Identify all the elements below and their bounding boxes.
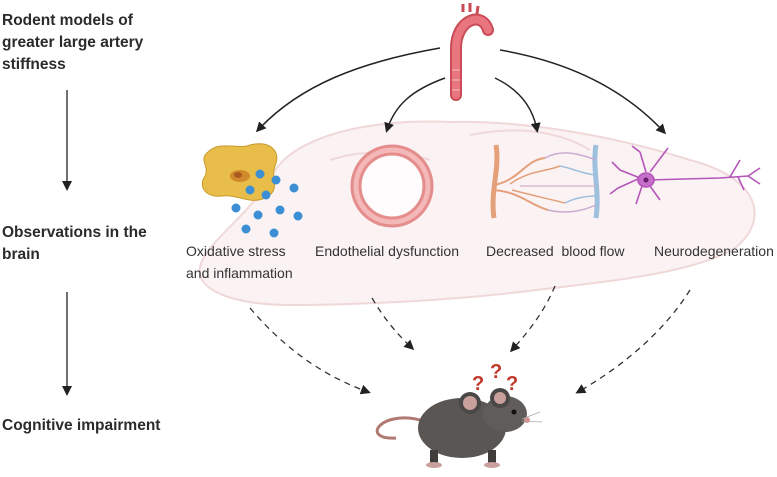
- observation-oxidative-line2: and inflammation: [186, 265, 293, 281]
- observation-oxidative-line1: Oxidative stress: [186, 243, 286, 259]
- dashed-arrow-endothelial: [371, 297, 415, 351]
- mouse-icon: [375, 388, 543, 468]
- observation-endothelial: Endothelial dysfunction: [315, 243, 459, 259]
- arrow-to-endothelial: [384, 77, 446, 133]
- ros-dots: [231, 169, 303, 238]
- vessel-network-icon: [490, 144, 600, 219]
- observation-oxidative: Oxidative stress and inflammation: [186, 240, 293, 284]
- neuron-icon: [609, 145, 761, 205]
- stage-model: Rodent models of greater large artery st…: [2, 12, 144, 73]
- dashed-arrow-oxidative: [249, 307, 371, 395]
- stage-observations: Observations in the brain: [2, 224, 147, 263]
- question-mark-3: ?: [506, 373, 518, 395]
- question-marks: ? ? ?: [472, 361, 518, 395]
- stage-outcome: Cognitive impairment: [2, 417, 161, 434]
- arrow-to-bloodflow: [494, 77, 541, 133]
- question-mark-2: ?: [490, 361, 502, 383]
- arrow-to-oxidative: [255, 47, 441, 133]
- dashed-arrow-neuro: [575, 289, 691, 394]
- dashed-arrow-bloodflow: [509, 285, 556, 353]
- endothelium-ring-icon: [350, 144, 434, 228]
- macrophage-icon: [201, 143, 278, 201]
- arrow-to-neuro: [499, 49, 667, 135]
- question-mark-1: ?: [472, 373, 484, 395]
- aorta-icon: [450, 3, 494, 101]
- observation-blood-flow: Decreased blood flow: [486, 243, 625, 259]
- observation-neuro: Neurodegeneration: [654, 243, 774, 259]
